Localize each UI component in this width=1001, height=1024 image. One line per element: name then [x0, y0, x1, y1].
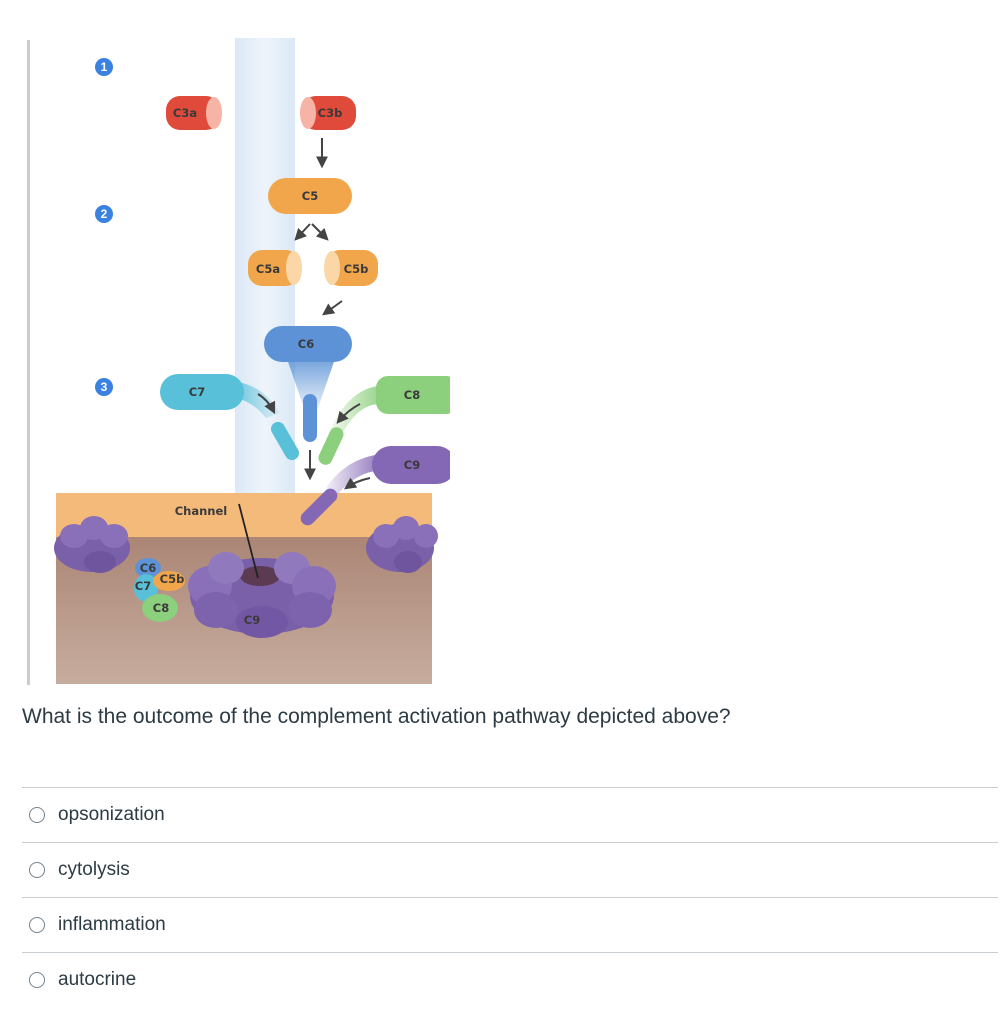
channel-pointer	[238, 503, 259, 579]
svg-text:C8: C8	[153, 601, 169, 615]
content-left-border	[27, 40, 30, 685]
svg-text:C3a: C3a	[173, 106, 197, 120]
radio-button[interactable]	[29, 917, 45, 933]
c9-inserting	[300, 488, 338, 526]
answer-list: opsonization cytolysis inflammation auto…	[22, 787, 998, 1007]
answer-option-inflammation[interactable]: inflammation	[22, 897, 998, 952]
step-2-badge: 2	[95, 205, 113, 223]
channel-label: Channel	[175, 504, 228, 518]
c8-trail	[330, 386, 380, 434]
c8-protein: C8	[376, 376, 450, 414]
answer-option-opsonization[interactable]: opsonization	[22, 787, 998, 842]
svg-text:C3b: C3b	[318, 106, 343, 120]
answer-label: inflammation	[58, 914, 166, 935]
c9-trail	[326, 454, 382, 494]
arrow-c8-to-complex	[336, 403, 361, 424]
answer-label: autocrine	[58, 969, 137, 990]
svg-text:3: 3	[101, 380, 108, 394]
answer-option-cytolysis[interactable]: cytolysis	[22, 842, 998, 897]
svg-text:C5b: C5b	[344, 262, 369, 276]
svg-text:C6: C6	[140, 561, 156, 575]
step-1-badge: 1	[95, 58, 113, 76]
c5a-fragment: C5a	[248, 250, 302, 286]
svg-text:2: 2	[101, 207, 108, 221]
svg-text:C5b: C5b	[160, 572, 185, 586]
arrow-c7-to-complex	[257, 393, 276, 415]
central-pore	[188, 552, 336, 638]
answer-label: cytolysis	[58, 859, 130, 880]
c5b-fragment: C5b	[324, 250, 378, 286]
answer-label: opsonization	[58, 804, 165, 825]
arrow-c5b-to-c6	[322, 300, 343, 316]
left-pore	[54, 516, 130, 573]
c5-protein: C5	[268, 178, 352, 214]
c7-inserting	[271, 421, 299, 461]
c6-inserting	[303, 394, 317, 442]
svg-text:1: 1	[101, 60, 108, 74]
c3a-fragment: C3a	[166, 96, 222, 130]
arrow-c5-to-c5a	[294, 223, 311, 241]
svg-text:C9: C9	[404, 458, 420, 472]
arrow-c9-to-membrane	[344, 477, 371, 490]
svg-text:C8: C8	[404, 388, 420, 402]
svg-text:C5: C5	[302, 189, 318, 203]
complement-pathway-figure: 1 2 3 C3a C3b C5 C5a C5b	[30, 38, 450, 688]
right-pore	[366, 516, 438, 573]
svg-text:C7: C7	[135, 579, 151, 593]
question-text: What is the outcome of the complement ac…	[22, 705, 731, 728]
answer-option-autocrine[interactable]: autocrine	[22, 952, 998, 1007]
arrow-c5-to-c5b	[311, 223, 329, 241]
svg-text:C6: C6	[298, 337, 314, 351]
svg-text:C5a: C5a	[256, 262, 280, 276]
c3b-fragment: C3b	[300, 96, 356, 130]
step-3-badge: 3	[95, 378, 113, 396]
radio-button[interactable]	[29, 862, 45, 878]
mac-complex: C6 C7 C5b C8	[134, 558, 185, 622]
c6-funnel	[286, 356, 336, 408]
pore-c9-label: C9	[244, 613, 260, 627]
radio-button[interactable]	[29, 807, 45, 823]
c6-protein: C6	[264, 326, 352, 362]
c7-protein: C7	[160, 374, 244, 410]
svg-text:C7: C7	[189, 385, 205, 399]
radio-button[interactable]	[29, 972, 45, 988]
c8-inserting	[318, 427, 344, 465]
c9-protein: C9	[372, 446, 450, 484]
